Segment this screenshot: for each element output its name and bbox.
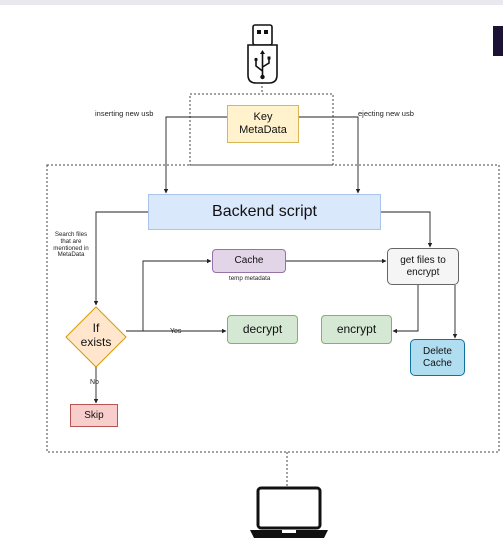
system-boundary [46, 164, 500, 453]
corner-block [493, 26, 503, 56]
get-files-node: get files to encrypt [387, 248, 459, 285]
edge-inserting [163, 116, 227, 194]
cache-node: Cache [212, 249, 286, 273]
no-label: No [90, 379, 99, 386]
delete-cache-node: Delete Cache [410, 339, 465, 376]
edge-backend-search [93, 211, 148, 306]
edge-ifexists-cache [126, 258, 212, 332]
edge-backend-getfiles [381, 211, 433, 248]
top-strip [0, 0, 503, 5]
key-metadata-node: Key MetaData [227, 105, 299, 143]
encrypt-node: encrypt [321, 315, 392, 344]
usb-boundary [189, 93, 334, 166]
yes-label: Yes [170, 328, 182, 335]
search-files-label: Search files that are mentioned in MetaD… [53, 231, 89, 259]
backend-script-node: Backend script [148, 194, 381, 230]
skip-node: Skip [70, 404, 118, 427]
edge-getfiles-encrypt [392, 285, 419, 334]
inserting-label: inserting new usb [95, 109, 154, 118]
edge-ejecting [299, 116, 361, 194]
ejecting-label: ejecting new usb [358, 109, 414, 118]
laptop-icon [250, 486, 328, 538]
if-exists-label: If exists [80, 320, 112, 349]
decrypt-node: decrypt [227, 315, 298, 344]
temp-metadata-label: temp metadata [229, 275, 271, 282]
usb-drive-icon [247, 24, 278, 84]
